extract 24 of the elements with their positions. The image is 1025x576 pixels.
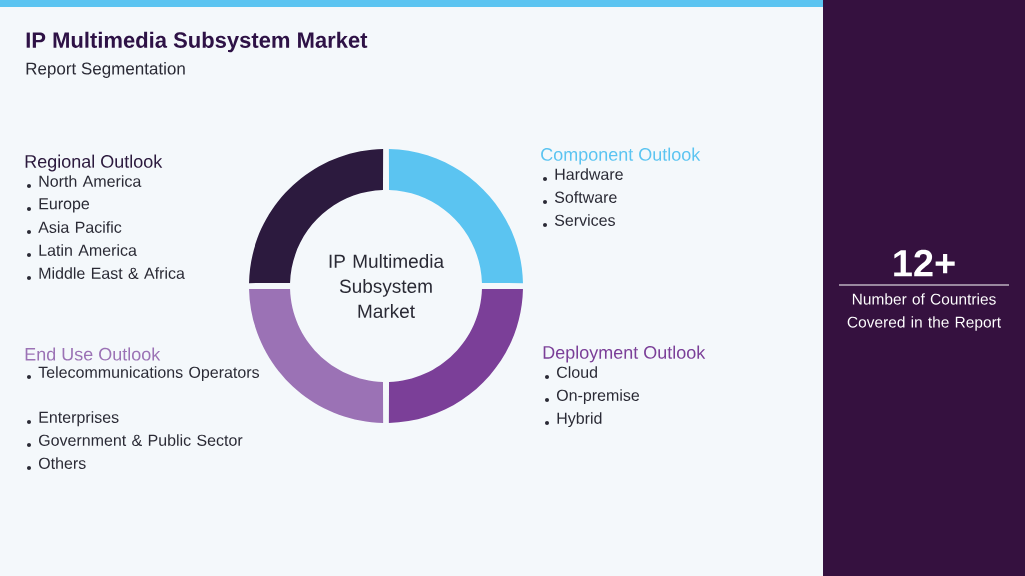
bullet-item: Telecommunications Operators [38, 366, 259, 382]
bullet-item: Middle East & Africa [39, 267, 185, 279]
bullet-item: Europe [39, 198, 90, 213]
bullet-item: Latin America [39, 244, 137, 256]
bullet-item: Asia Pacific [38, 221, 122, 233]
section-heading: End Use Outlook [25, 347, 161, 361]
bullet-item: Government & Public Sector [39, 434, 243, 446]
bullet-item: Hybrid [557, 412, 602, 428]
stat-caption: Number of Countries Covered in the Report [847, 293, 1001, 331]
bullet-item: Enterprises [39, 411, 119, 427]
bullet-item: Services [554, 214, 615, 226]
stat-number: 12+ [894, 249, 955, 277]
title: IP Multimedia Subsystem Market [26, 31, 368, 53]
section-heading: Component Outlook [541, 147, 701, 165]
bullet-item: North America [39, 175, 142, 187]
bullet-item: Cloud [557, 366, 597, 378]
bullet-item: Others [38, 457, 86, 469]
section-heading: Regional Outlook [25, 154, 163, 172]
bullet-item: Hardware [555, 168, 623, 180]
node-label: Subsystem Market [339, 279, 432, 318]
bullet-item: Software [554, 191, 617, 203]
subtitle: Report Segmentation [26, 62, 185, 78]
section-heading: Deployment Outlook [543, 345, 706, 363]
bullet-item: On-premise [556, 389, 640, 405]
